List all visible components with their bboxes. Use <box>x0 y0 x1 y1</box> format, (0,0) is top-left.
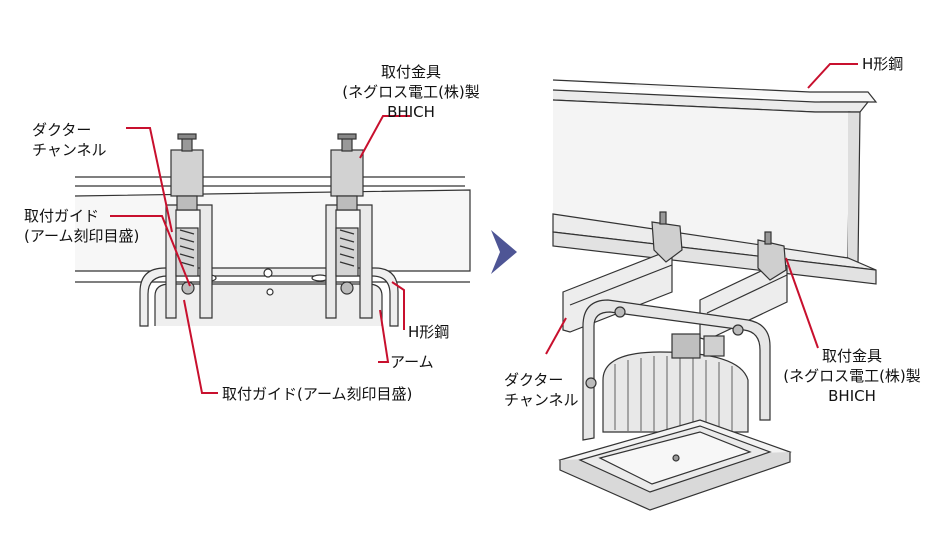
right-bracket-label-line-1: 取付金具 <box>821 347 882 365</box>
right-beam-label: H形鋼 <box>862 55 904 73</box>
leader-left-beam <box>391 281 405 330</box>
right-clamp-1 <box>651 211 683 263</box>
left-clamp-1 <box>170 133 204 295</box>
leader-left-arm <box>378 309 390 363</box>
left-guide-label-line-1: 取付ガイド <box>24 207 100 225</box>
right-bracket-label-line-3: BHICH <box>828 387 876 405</box>
right-figure <box>552 79 878 511</box>
leader-right-bracket <box>785 257 819 349</box>
leader-left-guide <box>110 215 191 287</box>
left-bracket-label-line-3: BHICH <box>387 103 435 121</box>
left-guide-bottom-label: 取付ガイド(アーム刻印目盛) <box>222 385 413 403</box>
left-duct-channel-2 <box>325 204 373 319</box>
left-guide-label-line-2: (アーム刻印目盛) <box>24 227 140 245</box>
right-clamp-2 <box>757 231 787 281</box>
left-guide-label: 取付ガイド (アーム刻印目盛) <box>24 206 139 246</box>
right-bracket-label-line-2: (ネグロス電工(株)製 <box>783 367 921 385</box>
right-arrow-icon <box>491 230 517 274</box>
right-light-fixture <box>558 333 792 511</box>
left-bracket-label-line-1: 取付金具 <box>380 63 441 81</box>
right-arm <box>582 299 771 441</box>
leader-left-duct <box>126 127 173 233</box>
right-h-beam <box>552 79 878 285</box>
right-duct-label-line-2: チャンネル <box>504 391 579 409</box>
left-figure <box>74 133 471 327</box>
left-leader-lines <box>110 115 410 394</box>
leader-right-beam <box>807 63 858 89</box>
right-leader-lines <box>545 63 858 355</box>
left-bracket-label: 取付金具 (ネグロス電工(株)製 BHICH <box>326 62 496 122</box>
leader-left-guide-bottom <box>183 299 218 394</box>
right-bracket-label: 取付金具 (ネグロス電工(株)製 BHICH <box>762 346 942 406</box>
left-clamp-2 <box>330 133 364 295</box>
left-arm-label: アーム <box>390 353 434 371</box>
left-duct-label-line-1: ダクター <box>32 121 92 139</box>
left-arm <box>139 267 399 327</box>
right-duct-label-line-1: ダクター <box>504 371 564 389</box>
leader-left-bracket <box>359 115 410 159</box>
left-duct-label-line-2: チャンネル <box>32 141 107 159</box>
left-beam-label: H形鋼 <box>408 323 450 341</box>
leader-right-duct <box>545 317 567 355</box>
right-duct-channel-label: ダクター チャンネル <box>504 370 579 410</box>
right-duct-channel-1 <box>562 251 673 333</box>
left-duct-channel-label: ダクター チャンネル <box>32 120 107 160</box>
left-bracket-label-line-2: (ネグロス電工(株)製 <box>342 83 480 101</box>
